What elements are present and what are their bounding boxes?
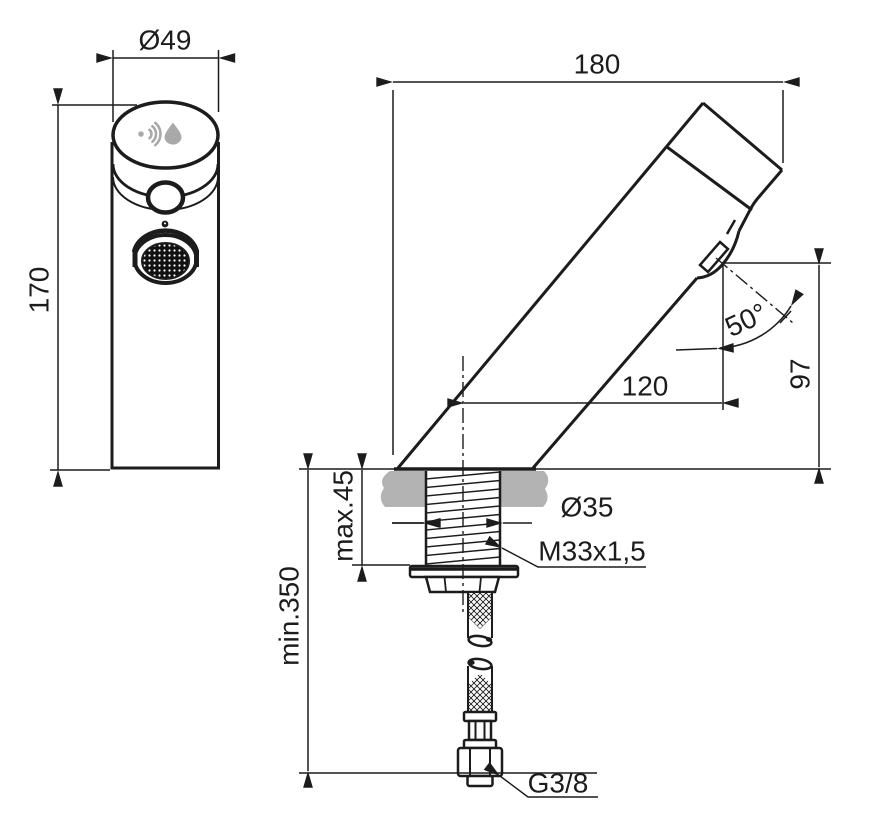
angle-leader-arrow (675, 342, 734, 353)
hose-braid (468, 673, 492, 712)
hose-end-fitting (456, 710, 504, 788)
countertop-left (380, 471, 426, 507)
angle-arc-tick (779, 310, 792, 324)
hose-break-start-tip (468, 660, 475, 665)
fitting-stub (466, 774, 494, 788)
front-view (110, 100, 220, 470)
angle-arc (719, 289, 804, 349)
waves-icon (148, 121, 162, 147)
dim-overall-length: 180 (574, 49, 621, 80)
aerator-mesh (141, 242, 190, 280)
dim-max-deck-thickness: max.45 (328, 470, 359, 562)
hex-nut (456, 746, 504, 778)
dim-body-height: 170 (24, 267, 55, 314)
tube-body (398, 103, 782, 468)
nozzle-shoulder-line (725, 219, 737, 235)
sensor-window (145, 180, 186, 215)
countertop-right (500, 471, 549, 507)
dim-spout-height: 97 (785, 358, 816, 389)
hose-break-end-tip (485, 637, 493, 642)
mounting-nut-facet (478, 576, 482, 593)
dim-inlet-thread: G3/8 (528, 768, 589, 799)
dim-min-hose-length: min.350 (274, 566, 305, 666)
hose-braid (468, 593, 492, 629)
dim-spout-reach: 120 (622, 371, 669, 402)
mounting-nut-facet (443, 576, 447, 593)
cap-separation-line (666, 145, 753, 212)
dim-spout-angle: 50° (720, 297, 771, 343)
hose-break-end (467, 634, 493, 648)
dim-shank-thread: M33x1,5 (538, 536, 645, 567)
leader-shank-thread (484, 535, 646, 568)
aerator (131, 228, 200, 285)
side-view-dimensions (299, 77, 831, 798)
leader-inlet-thread (483, 762, 598, 798)
spout-axis-centerline (715, 257, 794, 324)
front-view-dimensions (50, 50, 236, 487)
spout-nozzle (696, 230, 741, 280)
dim-cap-diameter: Ø49 (139, 25, 192, 56)
tube-lower-edge (531, 277, 699, 469)
waves-dot (138, 131, 144, 137)
dim-hole-diameter: Ø35 (561, 492, 614, 523)
led-dot-center (164, 222, 166, 225)
fitting-collar (462, 710, 498, 723)
sensor-icon (138, 121, 182, 147)
countertop (380, 471, 549, 507)
side-view (299, 101, 831, 788)
aerator-top-rim (131, 228, 200, 253)
drop-icon (164, 122, 182, 145)
spout-outlet-face (698, 240, 730, 274)
hose-upper-segment (467, 593, 493, 648)
hose-lower-segment (467, 657, 493, 712)
fitting-slot-section (467, 719, 493, 742)
tube-cap-top-edge (702, 101, 783, 172)
